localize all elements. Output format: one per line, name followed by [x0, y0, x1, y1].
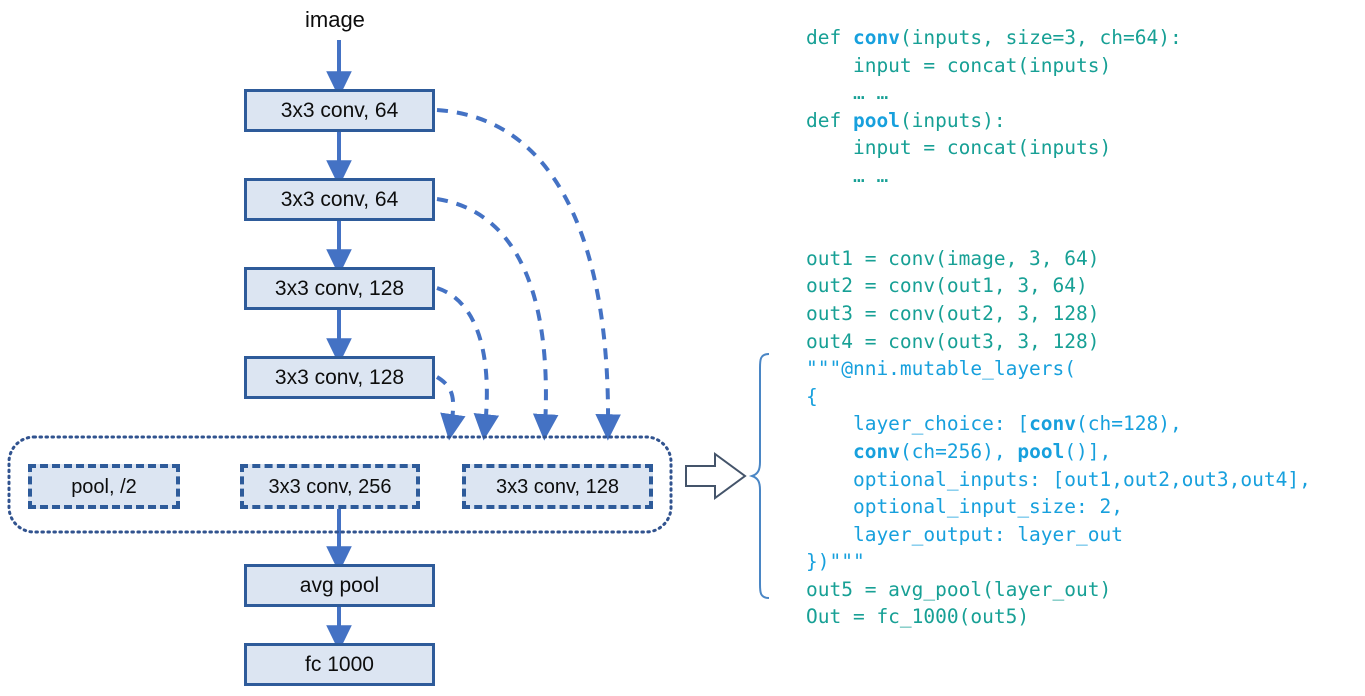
code-line-22: Out = fc_1000(out5) — [806, 603, 1365, 631]
code-line-15: layer_choice: [conv(ch=128), — [806, 410, 1365, 438]
code-token: ()], — [1064, 439, 1112, 463]
input-label: image — [305, 7, 365, 32]
block-arrow-icon — [685, 452, 747, 500]
code-token: """@nni.mutable_layers( — [806, 357, 1077, 381]
code-line-18: optional_input_size: 2, — [806, 493, 1365, 521]
code-line-20: })""" — [806, 548, 1365, 576]
node-conv3[interactable]: 3x3 conv, 128 — [244, 267, 435, 310]
code-line-17: optional_inputs: [out1,out2,out3,out4], — [806, 466, 1365, 494]
code-token: out4 = conv(out3, 3, 128) — [806, 329, 1100, 353]
code-line-19: layer_output: layer_out — [806, 521, 1365, 549]
code-token: out1 = conv(image, 3, 64) — [806, 246, 1100, 270]
code-line-7 — [806, 190, 1365, 218]
code-line-21: out5 = avg_pool(layer_out) — [806, 576, 1365, 604]
code-line-6: … … — [806, 162, 1365, 190]
code-token: optional_input_size: 2, — [806, 495, 1123, 519]
code-line-5: input = concat(inputs) — [806, 134, 1365, 162]
code-token: out2 = conv(out1, 3, 64) — [806, 274, 1088, 298]
code-line-13: """@nni.mutable_layers( — [806, 355, 1365, 383]
node-choice-conv128[interactable]: 3x3 conv, 128 — [462, 464, 653, 509]
skip-connection-curves — [435, 108, 621, 441]
code-token: Out = fc_1000(out5) — [806, 605, 1030, 629]
code-token: out3 = conv(out2, 3, 128) — [806, 301, 1100, 325]
code-token: def — [806, 26, 853, 49]
code-block: def conv(inputs, size=3, ch=64): input =… — [806, 24, 1365, 631]
code-line-3: … … — [806, 79, 1365, 107]
code-token: conv — [852, 26, 900, 49]
code-line-2: input = concat(inputs) — [806, 52, 1365, 80]
node-choice-conv256[interactable]: 3x3 conv, 256 — [240, 464, 420, 509]
code-token: input = concat(inputs) — [806, 136, 1112, 160]
code-line-4: def pool(inputs): — [806, 107, 1365, 135]
code-line-10: out2 = conv(out1, 3, 64) — [806, 272, 1365, 300]
code-line-16: conv(ch=256), pool()], — [806, 438, 1365, 466]
code-token: optional_inputs: [out1,out2,out3,out4], — [806, 467, 1311, 491]
diagram-connectors — [7, 40, 673, 652]
code-token: def — [806, 108, 853, 132]
code-token: (ch=128), — [1076, 412, 1182, 436]
code-token: })""" — [806, 550, 865, 574]
code-token: conv — [1029, 412, 1077, 436]
code-token: { — [806, 384, 818, 408]
code-line-8 — [806, 217, 1365, 245]
code-token: (inputs): — [899, 108, 1006, 132]
code-token: (ch=256), — [899, 439, 1018, 463]
code-token: layer_output: layer_out — [806, 522, 1123, 546]
node-avg-pool[interactable]: avg pool — [244, 564, 435, 607]
group-to-code-connector — [685, 353, 770, 599]
code-line-9: out1 = conv(image, 3, 64) — [806, 245, 1365, 273]
node-conv1[interactable]: 3x3 conv, 64 — [244, 89, 435, 132]
code-token: input = concat(inputs) — [806, 53, 1112, 77]
node-conv4[interactable]: 3x3 conv, 128 — [244, 356, 435, 399]
layer-choice-group-outline — [7, 435, 673, 534]
node-choice-pool[interactable]: pool, /2 — [28, 464, 180, 509]
code-token: out5 = avg_pool(layer_out) — [806, 577, 1112, 601]
code-token: pool — [852, 108, 900, 132]
code-token: (inputs, size=3, ch=64): — [899, 26, 1182, 49]
code-token: pool — [1017, 439, 1065, 463]
code-token: … … — [806, 163, 889, 187]
code-line-14: { — [806, 383, 1365, 411]
code-token: … … — [806, 81, 889, 105]
node-conv2[interactable]: 3x3 conv, 64 — [244, 178, 435, 221]
code-token: conv — [852, 439, 900, 463]
code-token: layer_choice: [ — [806, 412, 1030, 436]
curly-brace-icon — [748, 353, 770, 599]
code-line-1: def conv(inputs, size=3, ch=64): — [806, 24, 1365, 52]
code-line-12: out4 = conv(out3, 3, 128) — [806, 328, 1365, 356]
code-line-11: out3 = conv(out2, 3, 128) — [806, 300, 1365, 328]
code-token — [806, 440, 853, 463]
node-fc-1000[interactable]: fc 1000 — [244, 643, 435, 686]
